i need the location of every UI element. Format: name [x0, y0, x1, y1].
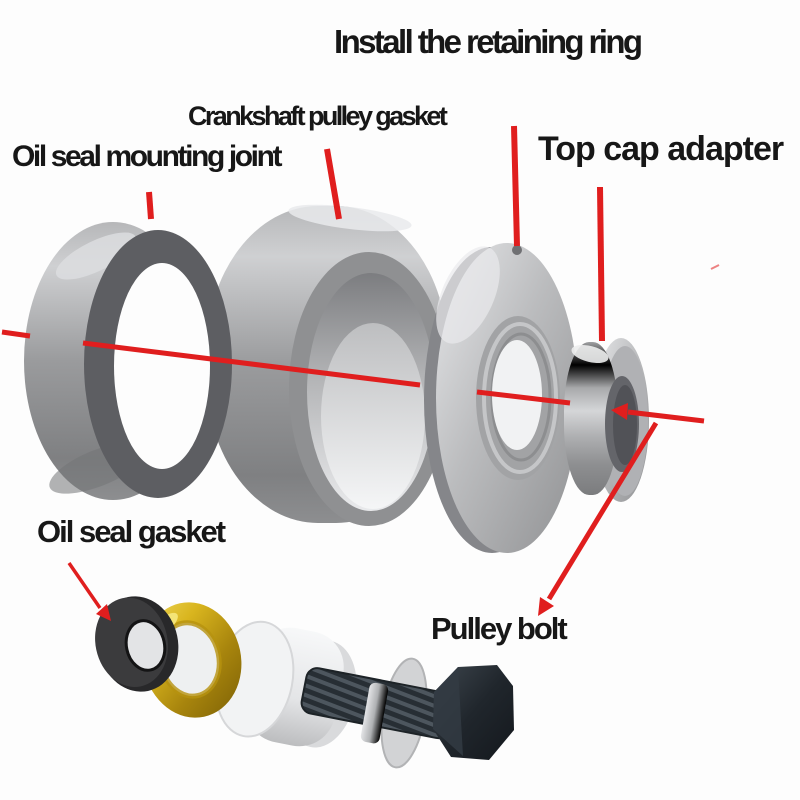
part-pulley-bolt-assembly	[95, 596, 514, 769]
axis-line-segment-1	[1, 329, 31, 339]
label-pulley-bolt: Pulley bolt	[431, 611, 568, 646]
disc-thread-ring-inner	[490, 332, 552, 462]
pointer-install-retaining-ring	[511, 125, 520, 247]
ring-hole	[114, 263, 210, 469]
label-crankshaft-pulley-gasket: Crankshaft pulley gasket	[188, 101, 448, 131]
disc-thread-ring-outer	[482, 322, 558, 474]
label-oil-seal-gasket: Oil seal gasket	[37, 514, 226, 549]
adapter-hole-shade	[613, 385, 637, 465]
label-oil-seal-mounting-joint: Oil seal mounting joint	[12, 140, 283, 173]
pointer-pulley-bolt-arrowhead	[538, 597, 554, 616]
disc-highlight	[436, 246, 500, 344]
cylinder-top-highlight	[288, 204, 412, 232]
black-gasket-ring	[95, 596, 179, 692]
stray-mark	[710, 264, 720, 270]
black-ring-hole	[124, 619, 167, 672]
part-crankshaft-pulley-gasket	[206, 204, 449, 526]
cylinder-through-hole	[321, 323, 425, 509]
disc-top-dimple	[512, 245, 522, 255]
pointer-crankshaft-pulley-gasket	[324, 148, 342, 220]
adapter-hub	[564, 342, 618, 495]
pointer-oil-seal-gasket-arrowhead	[96, 604, 111, 621]
axis-line-segment-2	[82, 340, 421, 388]
axis-arrowhead	[611, 403, 628, 420]
label-top-cap-adapter: Top cap adapter	[538, 130, 784, 168]
bolt-clamp-band	[360, 682, 389, 744]
axis-line-segment-4	[627, 409, 705, 424]
axis-line-segment-3	[476, 389, 571, 406]
bolt-hex-facet	[433, 667, 463, 756]
pointer-oil-seal-mounting-joint	[146, 191, 154, 220]
part-top-cap-adapter	[564, 338, 649, 502]
pointer-lines	[1, 125, 720, 621]
pointer-oil-seal-gasket-line	[67, 562, 102, 609]
adapter-highlight	[571, 344, 609, 364]
part-oil-seal-mounting-joint	[24, 222, 232, 500]
pointer-pulley-bolt-line	[546, 421, 659, 601]
pointer-top-cap-adapter	[597, 186, 605, 342]
ring-highlight	[55, 232, 137, 280]
label-install-retaining-ring: Install the retaining ring	[334, 23, 643, 60]
